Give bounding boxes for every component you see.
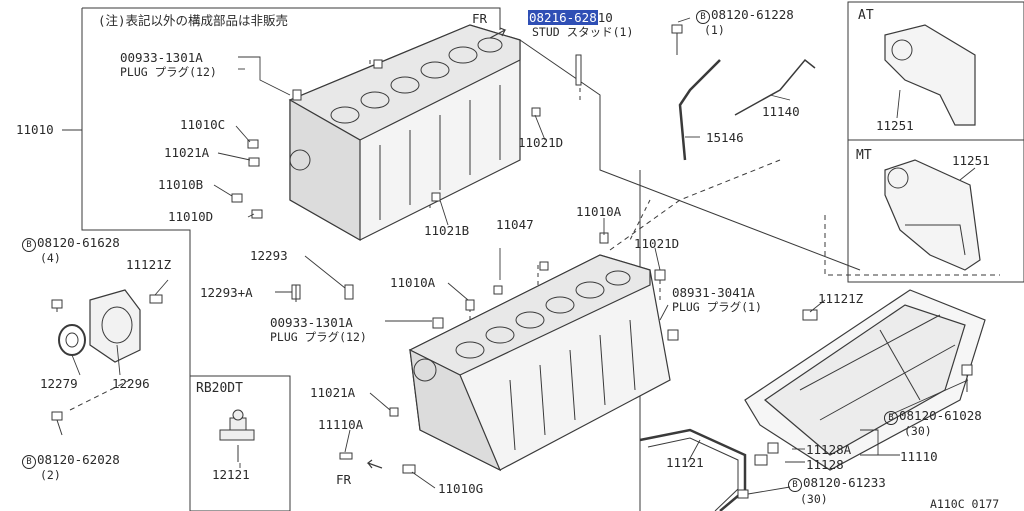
- label-15146[interactable]: 15146: [706, 130, 744, 145]
- stud-part-number[interactable]: 08216-62810: [528, 10, 613, 25]
- label-11021A-upper[interactable]: 11021A: [164, 145, 210, 160]
- bolt-top-qty: (1): [704, 23, 725, 37]
- label-11121Z-left[interactable]: 11121Z: [126, 257, 172, 272]
- label-11021D-lower[interactable]: 11021D: [634, 236, 680, 251]
- plug1-code[interactable]: 00933-1301A: [120, 50, 203, 65]
- note-text: (注)表記以外の構成部品は非販売: [98, 13, 289, 28]
- label-11047[interactable]: 11047: [496, 217, 534, 232]
- fr-arrow-top-label: FR: [472, 11, 488, 26]
- label-12121[interactable]: 12121: [212, 467, 250, 482]
- label-12293[interactable]: 12293: [250, 248, 288, 263]
- label-12279[interactable]: 12279: [40, 376, 78, 391]
- bolt-left-qty: (4): [40, 251, 61, 265]
- label-11128A[interactable]: 11128A: [806, 442, 852, 457]
- label-11251-mt[interactable]: 11251: [952, 153, 990, 168]
- bolt-b-icon: B: [696, 10, 710, 24]
- label-11010A-right[interactable]: 11010A: [576, 204, 622, 219]
- label-11010G[interactable]: 11010G: [438, 481, 484, 496]
- plug3-name: PLUG プラグ(1): [672, 300, 762, 314]
- label-11010D[interactable]: 11010D: [168, 209, 214, 224]
- section-rb20dt-label: RB20DT: [196, 381, 243, 396]
- label-11140[interactable]: 11140: [762, 104, 800, 119]
- bolt-b-icon: B: [788, 478, 802, 492]
- stud-label: STUD スタッド(1): [532, 25, 634, 39]
- label-11121Z-right[interactable]: 11121Z: [818, 291, 864, 306]
- label-11010A-left[interactable]: 11010A: [390, 275, 436, 290]
- plug2-name: PLUG プラグ(12): [270, 330, 367, 344]
- bolt-b-icon: B: [22, 455, 36, 469]
- label-11121[interactable]: 11121: [666, 455, 704, 470]
- plug2-code[interactable]: 00933-1301A: [270, 315, 353, 330]
- reference-code: A110C 0177: [930, 497, 1000, 511]
- label-11251-at[interactable]: 11251: [876, 118, 914, 133]
- highlighted-part-number[interactable]: 08216-628: [528, 10, 598, 25]
- label-12296[interactable]: 12296: [112, 376, 150, 391]
- label-11010B[interactable]: 11010B: [158, 177, 204, 192]
- bolt-b-icon: B: [22, 238, 36, 252]
- label-11021D-upper[interactable]: 11021D: [518, 135, 564, 150]
- section-mt-label: MT: [856, 148, 872, 163]
- label-11021B[interactable]: 11021B: [424, 223, 470, 238]
- bolt-b-icon: B: [884, 411, 898, 425]
- label-11010[interactable]: 11010: [16, 122, 54, 137]
- label-11021A-lower[interactable]: 11021A: [310, 385, 356, 400]
- label-11010C[interactable]: 11010C: [180, 117, 226, 132]
- label-11110[interactable]: 11110: [900, 449, 938, 464]
- plug3-code[interactable]: 08931-3041A: [672, 285, 755, 300]
- fr-arrow-bottom-label: FR: [336, 472, 352, 487]
- bolt-pan-right-qty: (30): [904, 424, 932, 438]
- label-11128[interactable]: 11128: [806, 457, 844, 472]
- plug1-name: PLUG プラグ(12): [120, 65, 217, 79]
- bolt-pan-bottom-qty: (30): [800, 492, 828, 506]
- label-12293A[interactable]: 12293+A: [200, 285, 253, 300]
- section-at-label: AT: [858, 8, 874, 23]
- bolt-left-bottom-qty: (2): [40, 468, 61, 482]
- label-11110A[interactable]: 11110A: [318, 417, 364, 432]
